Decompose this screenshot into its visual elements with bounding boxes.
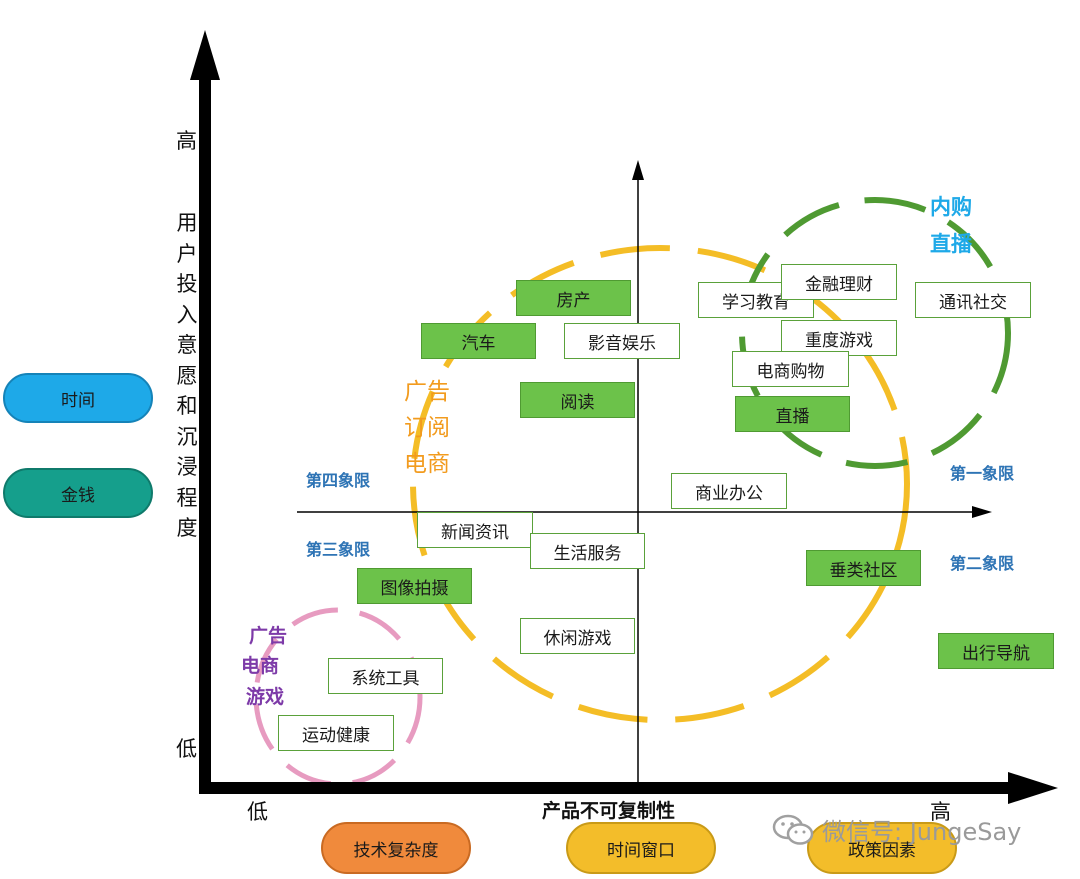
box-zhibo: 直播	[735, 396, 850, 432]
main-y-axis-arrow	[190, 30, 220, 80]
green-dashed-circle	[739, 197, 1011, 469]
yellow-circle-label-1: 广告	[404, 379, 450, 405]
box-tuxiang: 图像拍摄	[357, 568, 472, 604]
money-pill: 金钱	[3, 468, 153, 518]
pink-circle-label-3: 游戏	[246, 686, 285, 708]
watermark-text: 微信号: JungeSay	[822, 818, 1022, 846]
box-chuizhi: 垂类社区	[806, 550, 921, 586]
x-axis-low-label: 低	[247, 800, 268, 824]
quadrant-1-label: 第一象限	[950, 464, 1015, 483]
box-dianshang: 电商购物	[732, 351, 849, 387]
box-yingyin: 影音娱乐	[564, 323, 680, 359]
box-chuxing: 出行导航	[938, 633, 1054, 669]
box-shangye: 商业办公	[671, 473, 787, 509]
quadrant-4-label: 第四象限	[306, 471, 371, 490]
yellow-circle-label-2: 订阅	[404, 415, 450, 441]
x-axis-title: 产品不可复制性	[542, 800, 676, 822]
box-shenghuo: 生活服务	[530, 533, 645, 569]
policy-factor-pill: 政策因素	[807, 822, 957, 874]
box-yundong: 运动健康	[278, 715, 394, 751]
time-pill: 时间	[3, 373, 153, 423]
box-xiuxian: 休闲游戏	[520, 618, 635, 654]
main-x-axis-arrow	[1008, 772, 1058, 804]
box-tongxun: 通讯社交	[915, 282, 1031, 318]
box-xitong: 系统工具	[328, 658, 443, 694]
x-axis-high-label: 高	[930, 800, 951, 824]
quadrant-2-label: 第二象限	[950, 554, 1015, 573]
time-window-pill: 时间窗口	[566, 822, 716, 874]
green-circle-label-1: 内购	[930, 195, 972, 219]
pink-dashed-circle	[253, 607, 423, 787]
box-qiche: 汽车	[421, 323, 536, 359]
box-yuedu: 阅读	[520, 382, 635, 418]
box-xinwen: 新闻资讯	[417, 512, 533, 548]
pink-circle-label-1: 广告	[249, 625, 288, 647]
y-axis-title: 用户投入意愿和沉浸程度	[176, 211, 198, 540]
tech-complexity-pill: 技术复杂度	[321, 822, 471, 874]
box-fangchan: 房产	[516, 280, 631, 316]
watermark: 微信号: JungeSay	[772, 812, 1021, 847]
inner-x-axis-arrow	[972, 506, 992, 518]
y-axis-high-label: 高	[176, 129, 197, 153]
pink-circle-label-2: 电商	[241, 655, 280, 677]
y-axis-low-label: 低	[176, 737, 197, 761]
yellow-circle-label-3: 电商	[404, 451, 450, 477]
wechat-icon	[772, 814, 814, 845]
green-circle-label-2: 直播	[930, 232, 972, 256]
quadrant-3-label: 第三象限	[306, 540, 371, 559]
inner-y-axis-arrow	[632, 160, 644, 180]
yellow-dashed-circle	[410, 245, 910, 723]
box-jinrong: 金融理财	[781, 264, 897, 300]
